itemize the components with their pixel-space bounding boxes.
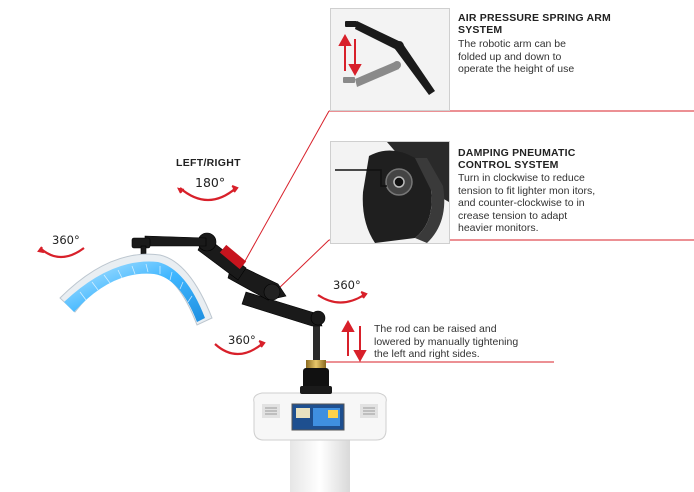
rod (300, 322, 332, 394)
rod-description: The rod can be raised and lowered by man… (374, 323, 519, 360)
air-spring-title: AIR PRESSURE SPRING ARM SYSTEM (458, 12, 611, 36)
head-rotation-label: 180° (195, 175, 226, 190)
inset-air-spring (330, 8, 450, 111)
arrow-180-icon (179, 187, 237, 201)
leader-air-spring (239, 110, 330, 271)
left-right-label: LEFT/RIGHT (176, 157, 241, 169)
rod-arrows (341, 319, 367, 363)
rotation-arrows (37, 184, 368, 356)
joint-rotation-label: 360° (333, 278, 361, 292)
arm-motion-icon (338, 21, 435, 95)
damping-description: Turn in clockwise to reduce tension to f… (458, 172, 596, 234)
damping-knob-icon (335, 142, 449, 243)
arm (131, 232, 326, 327)
base-rotation-label: 360° (228, 333, 256, 347)
air-spring-description: The robotic arm can be folded up and dow… (458, 38, 575, 75)
leader-damping (274, 239, 330, 293)
base-stand (253, 392, 387, 492)
damping-title: DAMPING PNEUMATIC CONTROL SYSTEM (458, 147, 576, 171)
inset-damping (330, 141, 450, 244)
panel-rotation-label: 360° (52, 233, 80, 247)
led-panel (59, 253, 213, 326)
